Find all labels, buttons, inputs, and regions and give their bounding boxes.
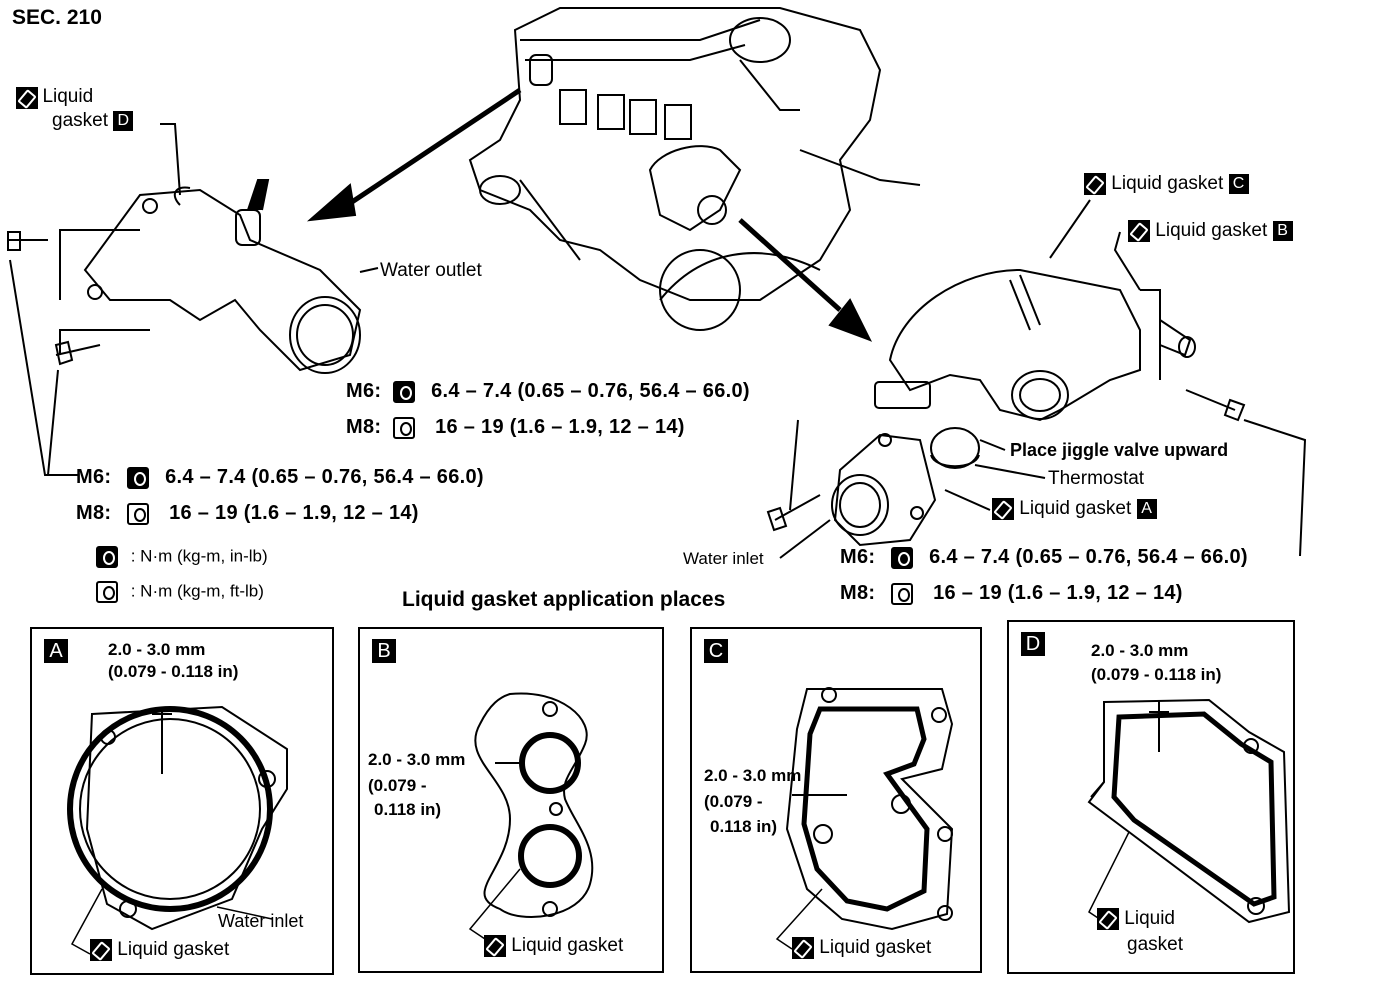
dimension-line1: 2.0 - 3.0 mm [108, 640, 206, 659]
dimension-line1: 2.0 - 3.0 mm [368, 750, 466, 769]
torque-m6-label: M6: [76, 466, 112, 488]
filled-wrench-icon [96, 546, 118, 568]
dimension-line2: (0.079 - [368, 776, 427, 795]
liquid-gasket-icon [992, 498, 1014, 520]
gasket-a-drawing [67, 705, 288, 955]
liquid-gasket-a-text: Liquid gasket [1019, 498, 1132, 520]
gasket-label-text: Liquid gasket [511, 935, 624, 957]
liquid-gasket-d-line2: gasket D [52, 110, 134, 132]
torque-left-m6: M6: 6.4 – 7.4 (0.65 – 0.76, 56.4 – 66.0) [76, 466, 484, 489]
dimension-line1: 2.0 - 3.0 mm [704, 766, 802, 785]
dimension-line3: 0.118 in) [710, 817, 778, 836]
dimension-line2: (0.079 - [704, 792, 763, 811]
jiggle-valve-label: Place jiggle valve upward [1010, 440, 1229, 460]
filled-wrench-icon [127, 466, 150, 489]
liquid-gasket-icon [1084, 173, 1106, 195]
panel-c: C 2.0 - 3.0 mm (0.079 - 0.118 in) Liquid… [690, 627, 982, 973]
panel-d: D 2.0 - 3.0 mm (0.079 - 0.118 in) Liquid… [1007, 620, 1295, 974]
open-wrench-icon [393, 416, 416, 439]
dimension-line3: 0.118 in) [374, 800, 442, 819]
open-wrench-icon [96, 581, 118, 603]
legend-text: : N·m (kg-m, in-lb) [130, 546, 268, 566]
gasket-label: Liquid gasket [484, 935, 623, 957]
panel-b: B 2.0 - 3.0 mm (0.079 - 0.118 in) Liquid… [358, 627, 664, 973]
open-wrench-icon [127, 502, 150, 525]
panel-letter: D [1021, 632, 1045, 656]
filled-wrench-icon [891, 546, 914, 569]
torque-m8-label: M8: [346, 416, 382, 438]
gasket-label-line2: gasket [1127, 934, 1183, 955]
panel-a: A 2.0 - 3.0 mm (0.079 - 0.118 in) Water … [30, 627, 334, 975]
torque-m8-value: 16 – 19 (1.6 – 1.9, 12 – 14) [933, 582, 1183, 604]
panel-letter: B [372, 639, 396, 663]
panel-letter: A [44, 639, 68, 663]
liquid-gasket-icon [792, 937, 814, 959]
badge-b: B [1272, 221, 1293, 241]
liquid-gasket-c-text: Liquid gasket [1111, 173, 1224, 195]
water-inlet-label: Water inlet [683, 549, 764, 568]
torque-left-m8: M8: 16 – 19 (1.6 – 1.9, 12 – 14) [76, 502, 419, 525]
section-number: SEC. 210 [12, 6, 102, 29]
liquid-gasket-d-label: Liquid [16, 86, 93, 109]
torque-m6-label: M6: [840, 546, 876, 568]
torque-m6-label: M6: [346, 380, 382, 402]
dimension-line2: (0.079 - 0.118 in) [1091, 665, 1222, 684]
torque-m6-value: 6.4 – 7.4 (0.65 – 0.76, 56.4 – 66.0) [165, 466, 484, 488]
dimension-line1: 2.0 - 3.0 mm [1091, 641, 1189, 660]
section-title: Liquid gasket application places [402, 588, 726, 611]
liquid-gasket-icon [484, 935, 506, 957]
water-inlet-label: Water inlet [218, 911, 304, 931]
badge-d: D [113, 110, 134, 131]
gasket-label: Liquid gasket [792, 937, 931, 959]
filled-wrench-icon [393, 380, 416, 403]
panel-letter: C [704, 639, 728, 663]
torque-center-m8: M8: 16 – 19 (1.6 – 1.9, 12 – 14) [346, 416, 685, 439]
gasket-d-drawing [1087, 698, 1291, 924]
torque-m8-value: 16 – 19 (1.6 – 1.9, 12 – 14) [435, 416, 685, 438]
open-wrench-icon [891, 582, 914, 605]
liquid-gasket-d-text: gasket [52, 110, 108, 131]
dimension-line2: (0.079 - 0.118 in) [108, 662, 239, 681]
liquid-gasket-icon [1128, 220, 1150, 242]
torque-m6-value: 6.4 – 7.4 (0.65 – 0.76, 56.4 – 66.0) [431, 380, 750, 402]
gasket-c-drawing [775, 687, 954, 950]
gasket-label-text: Liquid gasket [117, 939, 230, 961]
liquid-gasket-b-text: Liquid gasket [1155, 220, 1268, 242]
torque-m6-value: 6.4 – 7.4 (0.65 – 0.76, 56.4 – 66.0) [929, 546, 1248, 568]
liquid-gasket-icon [1097, 908, 1119, 930]
torque-right-m8: M8: 16 – 19 (1.6 – 1.9, 12 – 14) [840, 582, 1183, 605]
gasket-label-text: Liquid gasket [819, 937, 932, 959]
legend-item-open: : N·m (kg-m, ft-lb) [96, 581, 264, 603]
torque-m8-label: M8: [840, 582, 876, 604]
liquid-gasket-icon [90, 939, 112, 961]
liquid-gasket-icon [16, 86, 38, 109]
water-outlet-label: Water outlet [380, 260, 482, 281]
liquid-gasket-a-label: Liquid gasket A [992, 498, 1157, 520]
gasket-label: Liquid gasket [90, 939, 229, 961]
legend-text: : N·m (kg-m, ft-lb) [130, 581, 264, 601]
liquid-gasket-b-label: Liquid gasket B [1128, 220, 1293, 242]
torque-right-m6: M6: 6.4 – 7.4 (0.65 – 0.76, 56.4 – 66.0) [840, 546, 1248, 569]
torque-center-m6: M6: 6.4 – 7.4 (0.65 – 0.76, 56.4 – 66.0) [346, 380, 750, 403]
liquid-gasket-c-label: Liquid gasket C [1084, 173, 1249, 195]
gasket-label-text: Liquid [1124, 908, 1175, 930]
torque-m8-label: M8: [76, 502, 112, 524]
torque-m8-value: 16 – 19 (1.6 – 1.9, 12 – 14) [169, 502, 419, 524]
badge-c: C [1228, 174, 1249, 194]
legend-item-filled: : N·m (kg-m, in-lb) [96, 546, 268, 568]
liquid-gasket-d-line1: Liquid [42, 86, 94, 107]
gasket-label: Liquid [1097, 908, 1175, 930]
badge-a: A [1136, 499, 1157, 519]
gasket-b-drawing [468, 692, 594, 940]
thermostat-label: Thermostat [1048, 468, 1145, 489]
